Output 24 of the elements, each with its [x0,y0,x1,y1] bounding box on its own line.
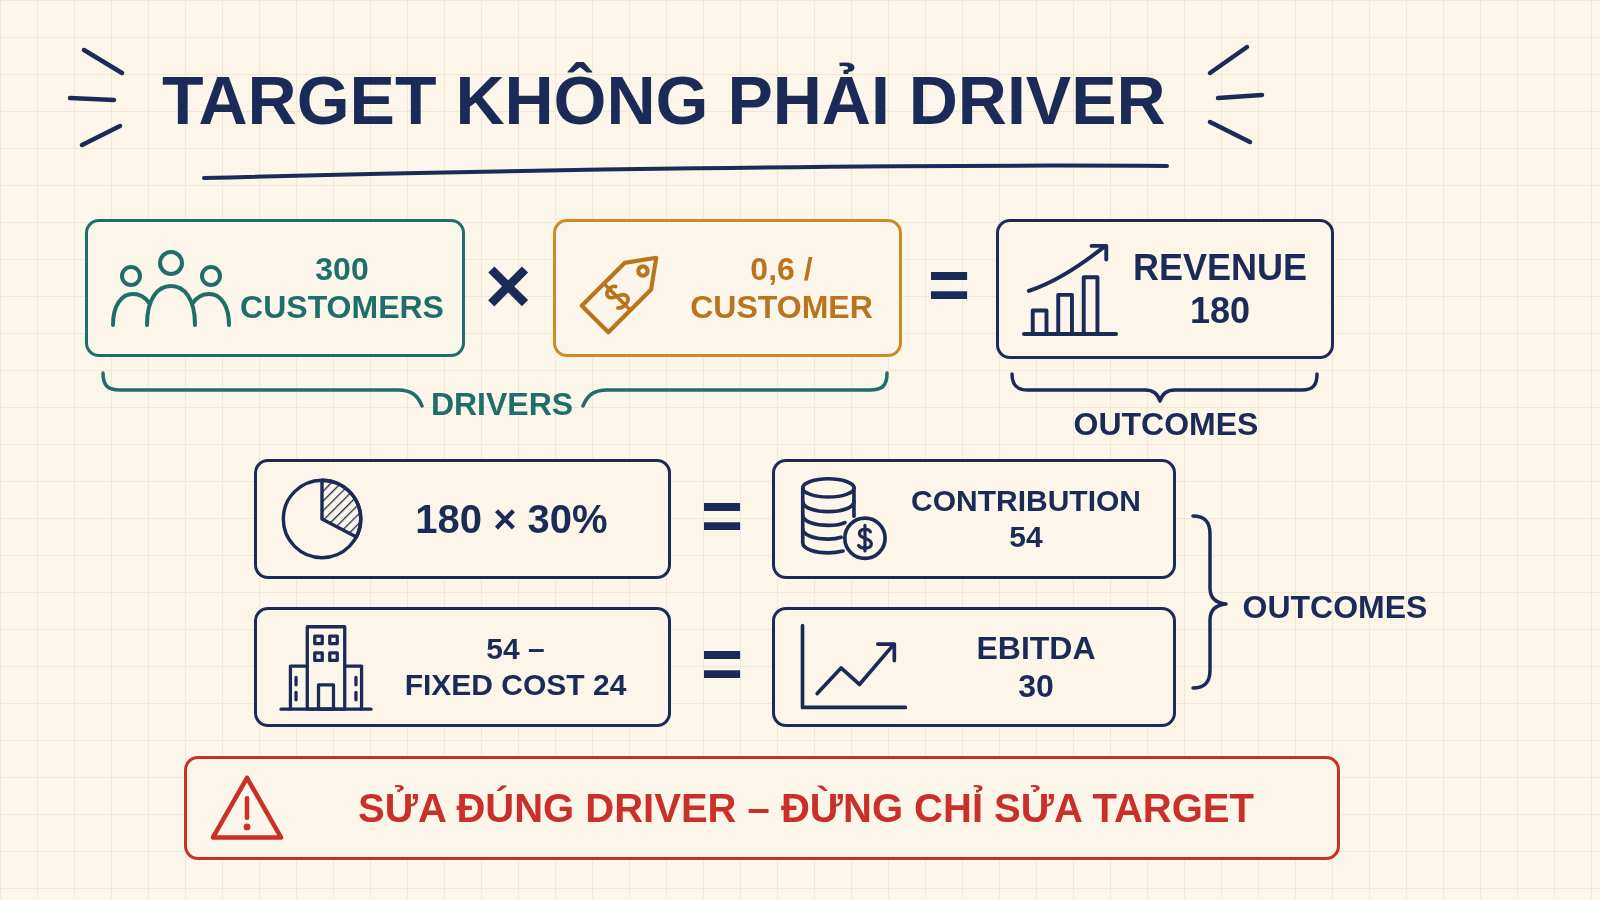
multiply-sign: × [484,246,532,326]
formula-text: 54 – FIXED COST 24 [403,631,628,703]
formula-text: 180 × 30% [415,496,608,543]
metric-text: REVENUE 180 [1131,245,1308,333]
title: TARGET KHÔNG PHẢI DRIVER [162,61,1166,140]
formula-box [254,459,671,579]
bracket-label: OUTCOMES [1242,591,1428,623]
bracket-label: DRIVERS [430,388,574,420]
warning-text: SỬA ĐÚNG DRIVER – ĐỪNG CHỈ SỬA TARGET [358,784,1254,832]
formula-box [254,607,671,727]
equals-sign: = [701,479,743,551]
outcome-box [772,459,1176,579]
metric-text: EBITDA 30 [975,628,1097,706]
metric-text: 0,6 / CUSTOMER [689,249,874,327]
outcome-box [996,219,1334,359]
equals-sign: = [928,248,970,320]
driver-box [85,219,465,357]
bracket-label: OUTCOMES [1073,408,1259,440]
equals-sign: = [701,627,743,699]
warning-banner [184,756,1340,860]
metric-text: CONTRIBUTION 54 [910,483,1142,555]
outcome-box [772,607,1176,727]
driver-box [553,219,902,357]
metric-text: 300 CUSTOMERS [239,249,445,327]
